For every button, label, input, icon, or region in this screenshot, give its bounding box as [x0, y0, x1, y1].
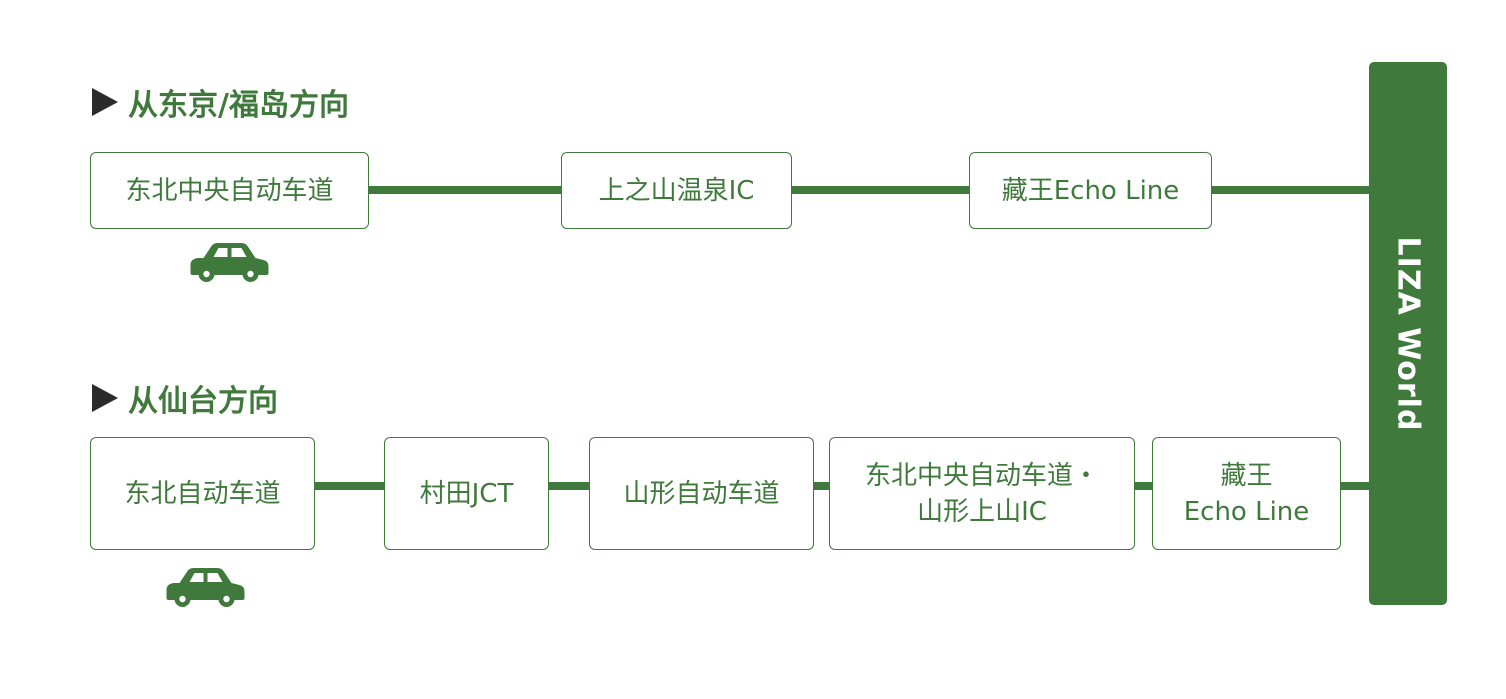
stop-label: 东北自动车道 [124, 478, 281, 509]
route-sendai-stop-tohoku-expressway: 东北自动车道 [90, 437, 315, 550]
route-tokyo-title: 从东京/福岛方向 [92, 82, 349, 123]
stop-label-line1: 东北中央自动车道・ [864, 460, 1099, 491]
route-sendai-stop-yamagata-expressway: 山形自动车道 [589, 437, 814, 550]
car-icon [166, 568, 245, 607]
triangle-marker-icon [92, 384, 118, 412]
route-sendai-stop-murata-jct: 村田JCT [384, 437, 549, 550]
route-tokyo-stop-zao-echo-line: 藏王Echo Line [969, 152, 1212, 229]
route-tokyo-stop-kaminoyama-onsen-ic: 上之山温泉IC [561, 152, 792, 229]
destination-label: LIZA World [1390, 236, 1426, 431]
stop-label: 藏王Echo Line [1001, 175, 1180, 206]
route-tokyo-stop-tohoku-chuo-expressway: 东北中央自动车道 [90, 152, 369, 229]
stop-label: 村田JCT [419, 478, 514, 509]
stop-label: 上之山温泉IC [598, 175, 755, 206]
route-sendai-stop-yamagata-kaminoyama-ic: 东北中央自动车道・ 山形上山IC [829, 437, 1135, 550]
route-tokyo-title-text: 从东京/福岛方向 [128, 88, 349, 123]
stop-label: 东北中央自动车道 [125, 175, 334, 206]
stop-label-line2: 山形上山IC [917, 496, 1047, 527]
destination-bar: LIZA World [1369, 62, 1447, 605]
route-tokyo-connector [368, 186, 1370, 194]
route-sendai-title: 从仙台方向 [92, 378, 278, 419]
stop-label-line2: Echo Line [1183, 496, 1310, 527]
car-icon [190, 243, 269, 282]
triangle-marker-icon [92, 88, 118, 116]
route-sendai-title-text: 从仙台方向 [128, 384, 278, 419]
stop-label: 山形自动车道 [623, 478, 780, 509]
route-sendai-stop-zao-echo-line: 藏王 Echo Line [1152, 437, 1341, 550]
stop-label-line1: 藏王 [1220, 460, 1273, 491]
